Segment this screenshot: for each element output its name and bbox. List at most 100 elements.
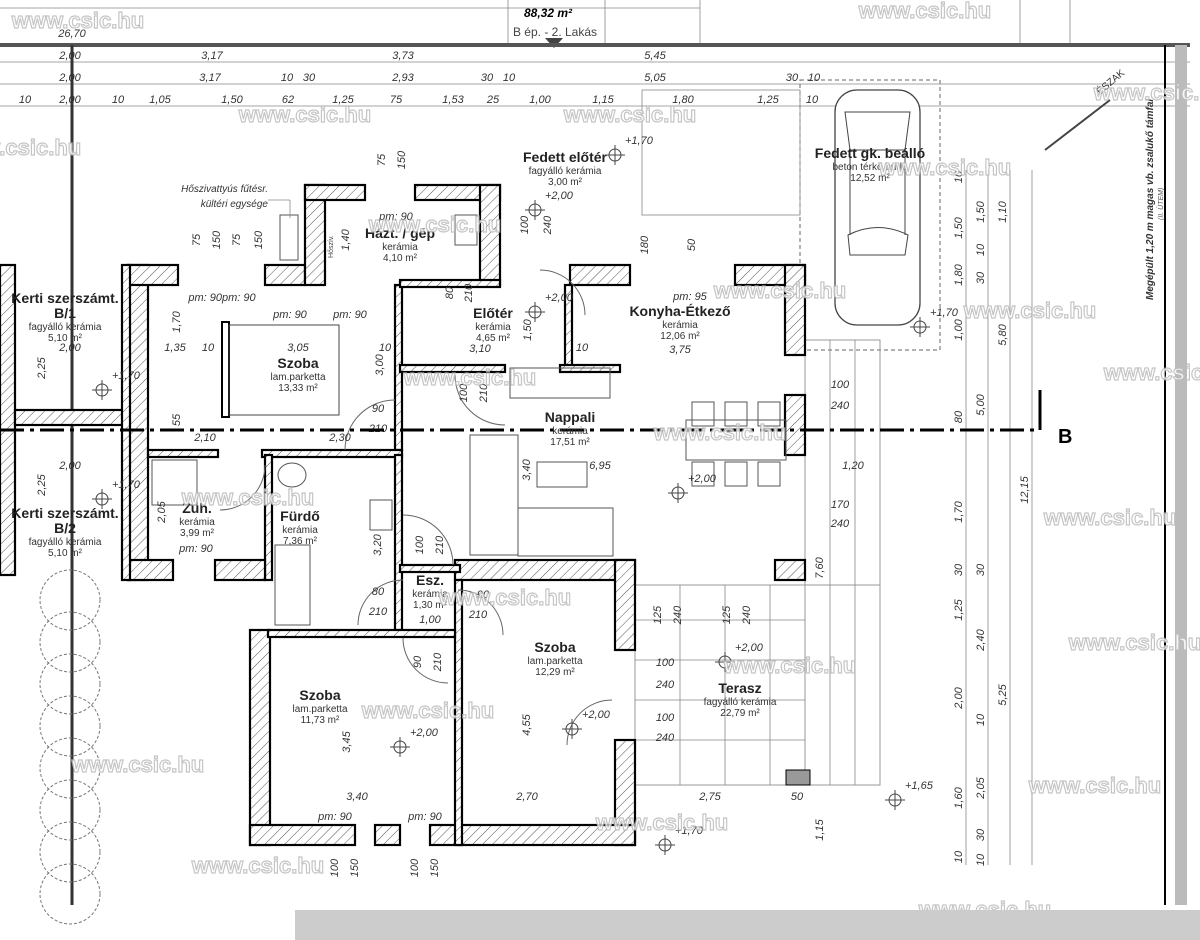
dim-interior: 125	[721, 605, 733, 624]
dim-interior: 3,40	[521, 458, 533, 480]
kitchen-counter	[509, 367, 611, 399]
section-label: B	[1058, 426, 1072, 448]
room-floor: kerámia	[382, 242, 418, 253]
dim-top-row3: 1,25	[757, 94, 779, 106]
dim-interior: 100	[414, 535, 426, 554]
section-line-b: B	[0, 390, 1072, 448]
wall-segment	[773, 558, 807, 582]
room-floor: lam.parketta	[527, 656, 582, 667]
dim-right-col2: 2,40	[975, 628, 987, 651]
bed	[228, 324, 340, 416]
dim-top-row2: 30	[481, 72, 494, 84]
level-value: +2,00	[545, 190, 574, 202]
watermark: www.csic.hu	[1068, 630, 1200, 655]
dim-interior: 3,75	[669, 344, 691, 356]
room-area: 5,10 m²	[48, 333, 83, 344]
dim-right-col2: 5,00	[975, 393, 987, 415]
dim-top-row3: 10	[19, 94, 32, 106]
dim-interior: 240	[741, 605, 753, 625]
dim-right-col2: 10	[975, 853, 987, 866]
wall-segment	[398, 278, 502, 289]
level-value: +1,70	[112, 370, 141, 382]
dim-top-row1: 2,00	[58, 50, 81, 62]
tree-icon	[39, 695, 101, 757]
dim-right-col1: 1,80	[953, 263, 965, 285]
dining-table	[685, 419, 787, 461]
dim-interior: 75	[376, 153, 388, 166]
wall-segment	[453, 578, 464, 847]
tree-icon	[39, 863, 101, 925]
dim-top-row3: 1,50	[221, 94, 243, 106]
dim-interior: 210	[463, 283, 475, 303]
room-area: 17,51 m²	[550, 437, 590, 448]
room-area: 7,36 m²	[283, 536, 318, 547]
wall-segment	[146, 448, 220, 459]
dim-interior: 100	[409, 858, 421, 877]
room-name: Fürdő	[280, 508, 320, 524]
dim-interior: 240	[830, 518, 850, 530]
tree-icon	[39, 821, 101, 883]
horizontal-scrollbar[interactable]	[295, 910, 1200, 940]
watermark: www.csic.hu	[1043, 505, 1176, 530]
dim-interior: 240	[830, 400, 850, 412]
room-floor: fagyálló kerámia	[704, 697, 777, 708]
dim-interior: 2,00	[58, 342, 81, 354]
room-area: 5,10 m²	[48, 548, 83, 559]
level-value: +1,70	[675, 825, 704, 837]
room-floor: kerámia	[412, 589, 448, 600]
level-value: +1,70	[112, 479, 141, 491]
level-value: +2,00	[410, 727, 439, 739]
wall-segment	[568, 263, 632, 287]
dim-top-row3: 1,80	[672, 94, 694, 106]
dim-interior: 3,00	[374, 353, 386, 375]
room-name: Szoba	[534, 639, 575, 655]
top-border	[0, 43, 1190, 47]
dim-interior: 3,45	[341, 730, 353, 752]
room-area: 3,00 m²	[548, 177, 583, 188]
dim-interior: 90	[477, 589, 490, 601]
room-name-suffix: B/2	[54, 520, 76, 536]
dim-right-col3: 5,80	[997, 323, 1009, 345]
dim-interior: 1,40	[340, 228, 352, 250]
dim-interior: 150	[429, 858, 441, 877]
level-value: +2,00	[545, 292, 574, 304]
level-mark: +1,70	[92, 479, 141, 509]
dim-interior: 2,05	[156, 500, 168, 523]
dim-interior: 210	[468, 609, 488, 621]
room-area: 12,29 m²	[535, 667, 575, 678]
watermark: www.csic.hu	[71, 752, 204, 777]
wall-segment	[248, 628, 272, 847]
dim-right-col2: 2,05	[975, 776, 987, 799]
level-mark: +2,00	[562, 709, 611, 739]
room-name: Zuh.	[182, 500, 212, 516]
watermark: www.csic.hu	[361, 698, 494, 723]
dim-interior: pm: 90	[332, 309, 368, 321]
title-block: 88,32 m² B ép. - 2. Lakás 26,70	[0, 0, 1190, 48]
dim-interior: 4,55	[521, 713, 533, 735]
dim-top-row2: 2,93	[391, 72, 414, 84]
dim-interior: 100	[458, 383, 470, 402]
dim-right-col2: 30	[975, 271, 987, 284]
dim-interior: 210	[432, 652, 444, 672]
dim-interior: 90	[412, 655, 424, 668]
dim-right-col2: 10	[975, 713, 987, 726]
watermark: www.csic.hu	[368, 212, 501, 237]
dim-top-row2: 3,17	[199, 72, 221, 84]
wall-segment	[453, 558, 637, 582]
dim-right-col3: 1,10	[997, 200, 1009, 222]
dim-interior: 90	[372, 403, 385, 415]
dim-interior: 6,95	[589, 460, 611, 472]
wall-segment	[213, 558, 267, 582]
unit-area: 88,32 m²	[524, 6, 573, 20]
dim-interior: 7,60	[814, 556, 826, 578]
dimension-lines	[0, 45, 1190, 905]
dim-top-row3: 10	[112, 94, 125, 106]
dim-top-row3: 1,15	[592, 94, 614, 106]
dim-interior: 240	[542, 215, 554, 235]
